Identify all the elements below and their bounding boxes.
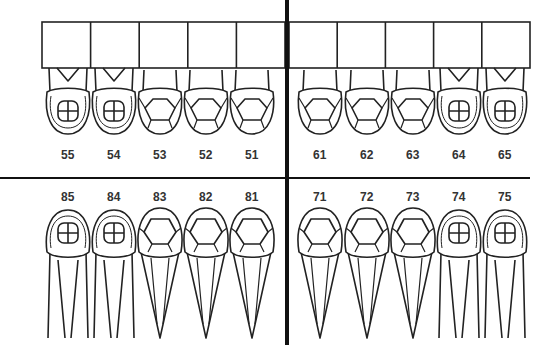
tooth-number: 53: [153, 148, 166, 162]
tooth-number: 62: [360, 148, 373, 162]
tooth-number: 75: [498, 190, 511, 204]
tooth-number: 84: [107, 190, 120, 204]
tooth-number: 83: [153, 190, 166, 204]
tooth-number: 85: [61, 190, 74, 204]
tooth-number: 63: [406, 148, 419, 162]
tooth-number: 54: [107, 148, 120, 162]
horizontal-divider: [0, 177, 530, 179]
tooth-number: 74: [452, 190, 465, 204]
tooth-number: 61: [313, 148, 326, 162]
tooth-number: 71: [313, 190, 326, 204]
tooth-number: 72: [360, 190, 373, 204]
tooth-number: 55: [61, 148, 74, 162]
tooth-number: 64: [452, 148, 465, 162]
tooth-number: 81: [245, 190, 258, 204]
tooth-number: 65: [498, 148, 511, 162]
tooth-number: 82: [199, 190, 212, 204]
tooth-number: 73: [406, 190, 419, 204]
tooth-number: 52: [199, 148, 212, 162]
tooth-number: 51: [245, 148, 258, 162]
vertical-divider: [285, 0, 289, 345]
